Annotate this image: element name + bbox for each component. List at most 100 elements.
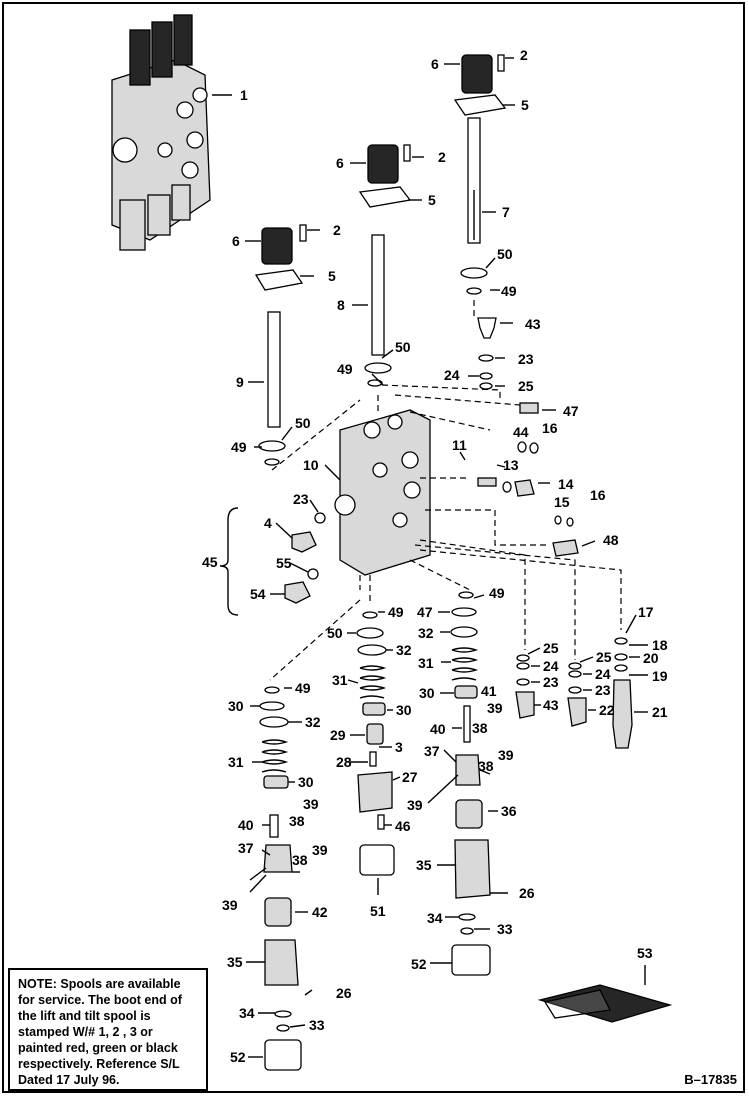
callout-19: 19 [652,668,668,684]
callout-50: 50 [395,339,411,355]
callout-7: 7 [502,204,510,220]
callout-26: 26 [519,885,535,901]
callout-42: 42 [312,904,328,920]
callout-48: 48 [603,532,619,548]
callout-39: 39 [303,796,319,812]
callout-11: 11 [452,437,467,453]
callout-8: 8 [337,297,345,313]
callout-43: 43 [543,697,559,713]
callout-39: 39 [407,797,423,813]
callout-49: 49 [501,283,517,299]
callout-16: 16 [542,420,558,436]
callout-34: 34 [427,910,443,926]
callout-33: 33 [497,921,513,937]
callout-38: 38 [472,720,488,736]
callout-6: 6 [431,56,439,72]
callout-38: 38 [289,813,305,829]
relief-plug-upper [477,317,497,390]
callout-21: 21 [652,704,668,720]
callout-25: 25 [518,378,534,394]
callout-31: 31 [418,655,434,671]
callout-24: 24 [444,367,460,383]
callout-5: 5 [428,192,436,208]
leader-lines [212,57,648,1058]
callout-47: 47 [417,604,433,620]
relief-valves-right [515,637,633,749]
callout-41: 41 [481,683,497,699]
callout-32: 32 [305,714,321,730]
callout-55: 55 [276,555,292,571]
left-lower-spool-parts [259,686,302,1071]
note-text: Spools are available for service. The bo… [18,977,182,1087]
callout-35: 35 [227,954,243,970]
boot-assembly-right [453,54,507,295]
callout-40: 40 [430,721,446,737]
callout-33: 33 [309,1017,325,1033]
boot-assembly-left [254,224,307,466]
callout-47: 47 [563,403,579,419]
callout-46: 46 [395,818,411,834]
callout-31: 31 [332,672,348,688]
callout-2: 2 [520,47,528,63]
callout-2: 2 [333,222,341,238]
callout-39: 39 [312,842,328,858]
callout-50: 50 [327,625,343,641]
callout-23: 23 [543,674,559,690]
callout-31: 31 [228,754,244,770]
callout-13: 13 [503,457,519,473]
callout-16: 16 [590,487,606,503]
callout-4: 4 [264,515,272,531]
valve-assembly-illustration [111,14,211,251]
callout-51: 51 [370,903,386,919]
callout-15: 15 [554,494,570,510]
callout-49: 49 [489,585,505,601]
callout-2: 2 [438,149,446,165]
callout-38: 38 [292,852,308,868]
callout-32: 32 [396,642,412,658]
callout-14: 14 [558,476,574,492]
callout-36: 36 [501,803,517,819]
middle-lower-spool-parts [356,611,395,876]
valve-body-illustration [334,409,431,576]
callout-54: 54 [250,586,266,602]
callout-49: 49 [337,361,353,377]
callout-38: 38 [478,758,494,774]
callout-49: 49 [231,439,247,455]
callout-32: 32 [418,625,434,641]
callout-23: 23 [595,682,611,698]
callout-39: 39 [487,700,503,716]
left-fittings [284,512,326,604]
callout-45: 45 [202,554,218,570]
callout-49: 49 [295,680,311,696]
callout-25: 25 [543,640,559,656]
callout-5: 5 [521,97,529,113]
callout-30: 30 [419,685,435,701]
callout-35: 35 [416,857,432,873]
callout-9: 9 [236,374,244,390]
callout-1: 1 [240,87,248,103]
note-label: NOTE: [18,977,57,991]
callout-44: 44 [513,424,529,440]
callout-37: 37 [424,743,440,759]
callout-39: 39 [498,747,514,763]
reference-number: B–17835 [684,1072,737,1087]
callout-27: 27 [402,769,418,785]
callout-53: 53 [637,945,653,961]
right-fittings [477,402,579,557]
callout-23: 23 [293,491,309,507]
callout-24: 24 [595,666,611,682]
callout-17: 17 [638,604,654,620]
bracket-45 [219,507,239,616]
callout-30: 30 [396,702,412,718]
callout-25: 25 [596,649,612,665]
callout-29: 29 [330,727,346,743]
callout-18: 18 [652,637,668,653]
callout-28: 28 [336,754,352,770]
callout-24: 24 [543,658,559,674]
callout-5: 5 [328,268,336,284]
boot-assembly-middle [358,144,412,387]
callout-labels: 1 6 2 5 6 2 5 7 6 2 5 50 49 8 43 50 23 4… [202,47,668,1065]
callout-3: 3 [395,739,403,755]
